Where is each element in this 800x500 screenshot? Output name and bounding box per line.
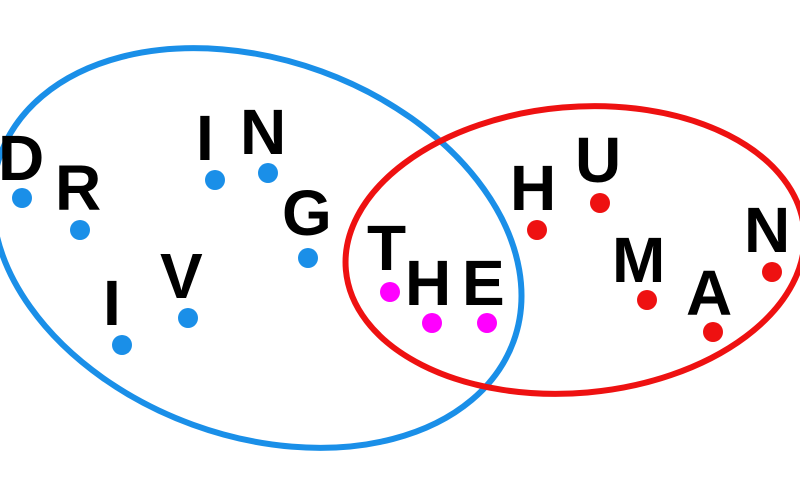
dot-a bbox=[703, 322, 723, 342]
overlap-group: T H E bbox=[367, 212, 505, 333]
letter-r: R bbox=[55, 152, 101, 224]
letter-m: M bbox=[612, 224, 665, 296]
dot-t bbox=[380, 282, 400, 302]
dot-m bbox=[637, 290, 657, 310]
letter-i-1: I bbox=[103, 267, 121, 339]
left-set-group: D R I V I N G bbox=[0, 96, 332, 355]
letter-h-2: H bbox=[510, 152, 556, 224]
dot-n-1 bbox=[258, 163, 278, 183]
dot-i-1 bbox=[112, 335, 132, 355]
letter-d: D bbox=[0, 122, 44, 194]
letter-a: A bbox=[686, 257, 732, 329]
dot-i-2 bbox=[205, 170, 225, 190]
dot-h-1 bbox=[422, 313, 442, 333]
letter-h-1: H bbox=[405, 247, 451, 319]
letter-t: T bbox=[367, 212, 406, 284]
dot-e bbox=[477, 313, 497, 333]
dot-v bbox=[178, 308, 198, 328]
left-set-ellipse bbox=[0, 45, 525, 451]
right-set-group: H U M A N bbox=[510, 124, 790, 342]
letter-u: U bbox=[575, 124, 621, 196]
letter-v: V bbox=[160, 240, 203, 312]
letter-i-2: I bbox=[196, 102, 214, 174]
right-set-ellipse bbox=[342, 103, 800, 397]
letter-e: E bbox=[462, 247, 505, 319]
letter-g: G bbox=[282, 177, 332, 249]
dot-r bbox=[70, 220, 90, 240]
dot-h-2 bbox=[527, 220, 547, 240]
letter-n-1: N bbox=[240, 96, 286, 168]
dot-u bbox=[590, 193, 610, 213]
dot-n-2 bbox=[762, 262, 782, 282]
dot-g bbox=[298, 248, 318, 268]
dot-d bbox=[12, 188, 32, 208]
letter-n-2: N bbox=[744, 194, 790, 266]
